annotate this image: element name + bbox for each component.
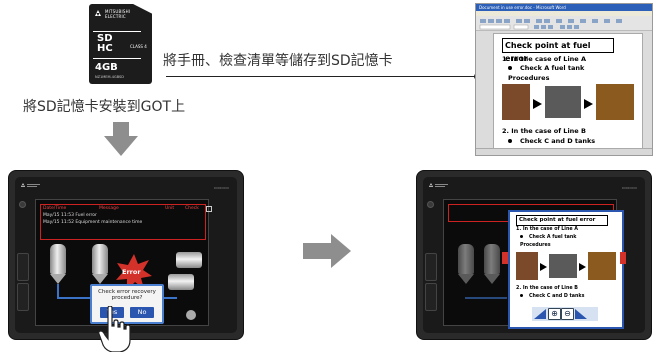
doc-line-a: 1. In the case of Line A — [502, 55, 587, 63]
arrow-icon — [579, 263, 586, 271]
silo-cone — [458, 274, 474, 284]
zoom-in-icon[interactable]: ⊕ — [548, 308, 561, 320]
silo-cone — [92, 274, 108, 284]
doc-check-a: Check A fuel tank — [508, 64, 584, 72]
panel-series-label: ▭▭▭▭ — [621, 185, 637, 190]
got-screen-left: Date/Time Message Unit Check May/15 11:5… — [35, 199, 212, 326]
panel-series-label: ▭▭▭▭ — [213, 185, 229, 190]
procedure-photo-2 — [549, 254, 577, 278]
sd-class-label: CLASS 4 — [130, 44, 147, 49]
error-burst-icon — [116, 254, 152, 290]
storage-cylinder — [168, 274, 194, 290]
procedure-photo-1 — [502, 84, 530, 120]
silo-cone — [50, 274, 66, 284]
doc-procedures: Procedures — [508, 74, 550, 82]
document-window: Document in use error.doc - Microsoft Wo… — [475, 3, 653, 156]
zoom-out-icon[interactable]: ⊖ — [561, 308, 574, 320]
alarm-history: Date/Time Message Unit Check May/15 11:5… — [40, 204, 206, 240]
got-screen-right: Check point at fuel error 1. In the case… — [443, 199, 626, 329]
pump-icon — [186, 310, 196, 320]
sd-model: NZ1MEM-4GBSD — [95, 75, 124, 79]
alarm-row[interactable]: May/15 11:52 Equipment maintenance time — [43, 220, 143, 225]
alarm-header-check: Check — [185, 206, 199, 211]
panel-side-indicator — [425, 283, 437, 311]
silo-tank — [458, 244, 474, 274]
page-next-icon[interactable] — [575, 309, 587, 319]
dialog-text-line1: Check error recovery — [98, 289, 156, 295]
connector-line — [166, 76, 478, 77]
alarm-header-message: Message — [99, 206, 119, 211]
dialog-text-line2: procedure? — [111, 295, 143, 301]
error-label: Error — [122, 268, 141, 276]
doc-check-b: Check C and D tanks — [508, 137, 595, 145]
hand-pointer-icon — [98, 306, 131, 352]
scroll-right-marker[interactable] — [620, 252, 626, 264]
mitsubishi-logo-icon — [95, 10, 101, 16]
right-arrow-icon — [303, 234, 351, 268]
doc-line-b: 2. In the case of Line B — [502, 127, 586, 135]
panel-power-button[interactable] — [427, 201, 434, 208]
viewer-procedures: Procedures — [520, 243, 551, 248]
down-arrow-icon — [104, 122, 138, 156]
alarm-row[interactable]: May/15 11:53 Fuel error — [43, 213, 97, 218]
toolbar-icons — [479, 19, 622, 30]
page-prev-icon[interactable] — [534, 309, 546, 319]
arrow-icon — [540, 263, 547, 271]
doc-title: Check point at fuel error — [502, 38, 614, 63]
status-bar — [476, 148, 652, 155]
storage-cylinder — [176, 252, 202, 268]
got-panel-right: ▭▭▭▭ Check point at fuel error 1. In the… — [416, 170, 652, 340]
document-page: Check point at fuel error 1. In the case… — [493, 33, 643, 151]
procedure-photo-3 — [588, 252, 616, 280]
silo-tank — [484, 244, 500, 274]
sd-capacity: 4GB — [95, 62, 118, 73]
toolbar — [476, 16, 652, 31]
panel-side-indicator — [17, 253, 29, 281]
install-sd-caption: 將SD記憶卡安裝到GOT上 — [23, 99, 186, 115]
arrow-icon — [584, 99, 593, 109]
procedure-photo-1 — [516, 252, 538, 280]
viewer-check-a: Check A fuel tank — [520, 235, 576, 240]
viewer-line-b: 2. In the case of Line B — [516, 286, 578, 291]
panel-brand-logo — [21, 183, 40, 187]
scroll-up-icon[interactable] — [206, 206, 212, 212]
sd-brand: MITSUBISHI ELECTRIC — [105, 9, 131, 19]
silo-tank — [50, 244, 66, 274]
silo-cone — [484, 274, 500, 284]
procedure-photo-2 — [545, 86, 581, 118]
no-button[interactable]: No — [130, 307, 154, 318]
window-titlebar: Document in use error.doc - Microsoft Wo… — [476, 4, 652, 11]
silo-tank — [92, 244, 108, 274]
panel-power-button[interactable] — [19, 201, 26, 208]
scroll-left-marker[interactable] — [502, 252, 508, 264]
save-to-sd-caption: 將手冊、檢查清單等儲存到SD記憶卡 — [163, 53, 393, 69]
panel-side-indicator — [17, 283, 29, 311]
procedure-photo-3 — [596, 84, 634, 120]
panel-side-indicator — [425, 253, 437, 281]
arrow-icon — [533, 99, 542, 109]
menu-bar — [476, 11, 652, 16]
panel-brand-logo — [429, 183, 448, 187]
alarm-header-unit: Unit — [165, 206, 175, 211]
got-panel-left: ▭▭▭▭ Date/Time Message Unit Check May/15… — [8, 170, 244, 340]
alarm-header-date: Date/Time — [43, 206, 67, 211]
viewer-line-a: 1. In the case of Line A — [516, 227, 578, 232]
window-title: Document in use error.doc - Microsoft Wo… — [479, 5, 566, 10]
viewer-check-b: Check C and D tanks — [520, 294, 584, 299]
viewer-title: Check point at fuel error — [516, 215, 608, 226]
document-viewer: Check point at fuel error 1. In the case… — [502, 210, 626, 329]
